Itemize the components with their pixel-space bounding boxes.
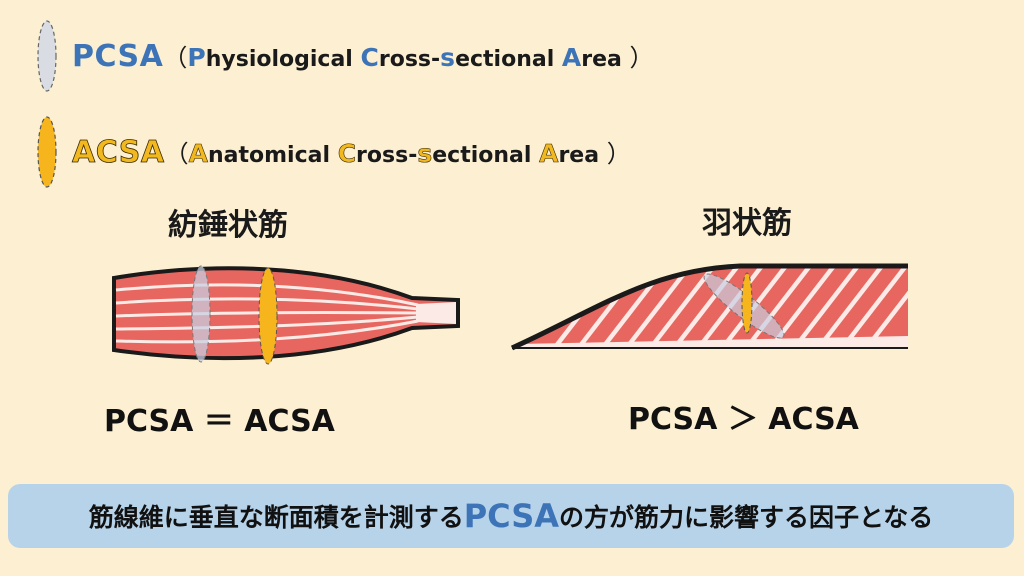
banner-text-after: の方が筋力に影響する因子となる (559, 503, 934, 532)
fusiform-tendon (416, 302, 456, 324)
term-part: rea (581, 47, 630, 72)
cap-letter: A (561, 43, 582, 72)
fusiform-acsa-ellipse (258, 267, 278, 365)
cap-letter: A (539, 139, 559, 169)
muscle-fiber (674, 266, 746, 348)
muscle-fiber (650, 266, 722, 348)
legend-pcsa: PCSA（Physiological Cross-sectional Area … (36, 18, 654, 94)
paren-close: ） (629, 44, 654, 72)
cap-letter: s (440, 43, 456, 72)
fusiform-muscle (112, 265, 460, 365)
term-part: ectional (432, 143, 540, 168)
pcsa-abbr: PCSA (72, 39, 164, 74)
cap-letter: P (187, 43, 206, 72)
pennate-muscle (510, 263, 908, 351)
muscle-fiber (842, 266, 908, 348)
legend-pcsa-label: PCSA（Physiological Cross-sectional Area … (72, 38, 654, 74)
term-part: ectional (455, 47, 562, 72)
pennate-muscle-outline (510, 263, 908, 351)
fusiform-title: 紡錘状筋 (168, 208, 288, 243)
paren-open: （ (164, 140, 189, 168)
paren-open: （ (163, 44, 188, 72)
term-part: hysiological (205, 47, 361, 72)
pennate-title: 羽状筋 (702, 206, 792, 241)
fusiform-pcsa-ellipse (191, 265, 211, 363)
pennate-tendon (514, 336, 908, 348)
legend-acsa: ACSA（Anatomical Cross-sectional Area ） (36, 114, 631, 190)
muscle-fiber (722, 266, 794, 348)
muscle-fiber (746, 266, 818, 348)
legend-acsa-label: ACSA（Anatomical Cross-sectional Area ） (72, 134, 631, 171)
muscle-fiber (770, 266, 842, 348)
banner-text-before: 筋線維に垂直な断面積を計測する (88, 503, 464, 532)
term-part: ross- (378, 47, 441, 72)
cap-letter: A (188, 139, 208, 169)
pennate-relation: PCSA ＞ ACSA (628, 402, 859, 437)
muscle-fiber (866, 266, 908, 348)
acsa-ellipse-icon (37, 116, 57, 188)
muscle-fiber (794, 266, 866, 348)
paren-close: ） (606, 140, 631, 168)
pennate-acsa-ellipse (741, 272, 753, 334)
term-part: rea (558, 143, 607, 168)
term-part: natomical (207, 143, 338, 168)
pcsa-ellipse-icon (37, 20, 57, 92)
cap-letter: C (360, 43, 379, 72)
cap-letter: s (417, 139, 433, 169)
cap-letter: C (337, 139, 357, 169)
fusiform-relation: PCSA ＝ ACSA (104, 404, 335, 439)
acsa-abbr: ACSA (72, 135, 165, 171)
term-part: ross- (356, 143, 418, 168)
muscle-fiber (818, 266, 890, 348)
banner-keyword: PCSA (463, 497, 560, 535)
